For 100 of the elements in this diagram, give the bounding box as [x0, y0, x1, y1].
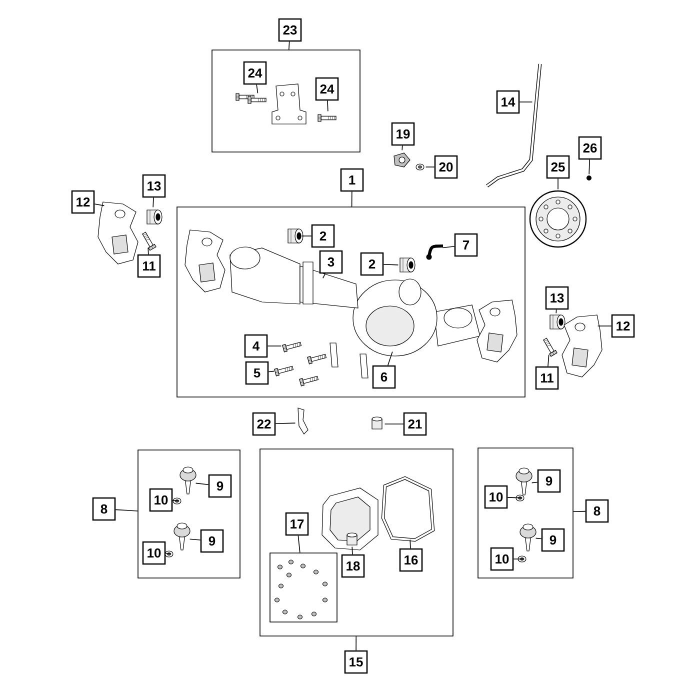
callout-number: 20	[434, 155, 458, 179]
callout-number: 1	[340, 168, 364, 192]
leader-line	[327, 100, 328, 112]
leader-line	[388, 351, 393, 366]
callout-number: 9	[541, 528, 565, 552]
callout-number: 6	[372, 365, 396, 389]
leader-line	[172, 500, 180, 502]
callout-number: 23	[278, 18, 302, 42]
callout-number: 24	[243, 61, 267, 85]
callout-number: 10	[484, 485, 508, 509]
gasket-drawing	[381, 476, 435, 542]
ball-joint-drawing	[520, 524, 536, 552]
callout-number: 9	[200, 529, 224, 553]
callout-number: 25	[546, 155, 570, 179]
tube-drawing	[486, 64, 542, 188]
callout-number: 12	[71, 190, 95, 214]
callout-number: 10	[142, 541, 166, 565]
leader-line	[548, 354, 550, 367]
leader-line	[410, 539, 411, 549]
leader-line	[275, 422, 296, 424]
callout-number: 4	[244, 334, 268, 358]
leader-line	[256, 84, 258, 94]
callout-number: 24	[315, 77, 339, 101]
group-frame	[478, 448, 574, 578]
group-frame	[176, 206, 526, 398]
bracket-drawing	[298, 408, 308, 434]
callout-number: 18	[341, 554, 365, 578]
bushing-drawing	[288, 228, 304, 244]
callout-number: 9	[208, 474, 232, 498]
nut-drawing	[516, 494, 524, 502]
group-frame	[260, 448, 454, 636]
hose-drawing	[426, 244, 444, 260]
leader-line	[165, 553, 172, 554]
ball-joint-drawing	[516, 468, 532, 496]
callout-number: 10	[490, 547, 514, 571]
leader-line	[148, 247, 149, 255]
leader-line	[298, 535, 300, 553]
bushing-drawing	[400, 258, 416, 272]
leader-line	[442, 246, 455, 248]
callout-number: 2	[311, 224, 335, 248]
callout-number: 15	[344, 650, 368, 674]
bushing-drawing	[146, 210, 162, 224]
leader-line	[94, 204, 105, 206]
leader-line	[351, 191, 352, 207]
leader-line	[268, 370, 275, 372]
leader-line	[588, 159, 590, 175]
callout-number: 12	[611, 314, 635, 338]
callout-number: 13	[142, 174, 166, 198]
leader-line	[402, 145, 403, 151]
callout-number: 16	[399, 548, 423, 572]
knuckle-drawing	[98, 202, 138, 264]
leader-line	[356, 636, 357, 651]
stud-drawing	[586, 175, 592, 180]
callout-number: 2	[360, 252, 384, 276]
leader-line	[352, 546, 353, 555]
leader-line	[322, 273, 326, 279]
leader-line	[573, 510, 586, 512]
bushing-drawing	[550, 314, 566, 330]
callout-number: 10	[149, 488, 173, 512]
ball-joint-drawing	[174, 522, 190, 550]
nut-drawing	[172, 498, 182, 504]
leader-line	[507, 497, 523, 498]
callout-number: 21	[403, 412, 427, 436]
pin-drawing	[543, 338, 558, 357]
callout-number: 5	[245, 361, 269, 385]
leader-line	[513, 558, 525, 560]
leader-line	[383, 264, 399, 266]
callout-number: 11	[535, 366, 559, 390]
nut-drawing	[416, 164, 424, 170]
group-frame	[212, 50, 360, 152]
sensor-drawing	[394, 152, 410, 168]
leader-line	[556, 309, 557, 314]
plug-drawing	[372, 416, 382, 430]
callout-number: 19	[391, 122, 415, 146]
callout-number: 9	[537, 469, 561, 493]
plug-drawing	[346, 532, 358, 546]
callout-number: 22	[252, 412, 276, 436]
callout-number: 13	[545, 286, 569, 310]
ball-joint-drawing	[180, 466, 196, 494]
leader-line	[189, 538, 201, 540]
callout-number: 3	[319, 250, 343, 274]
callout-number: 8	[585, 499, 609, 523]
knuckle-drawing	[562, 314, 602, 378]
nut-drawing	[518, 556, 526, 562]
rotor-drawing	[529, 190, 587, 248]
pin-drawing	[142, 232, 156, 251]
leader-line	[531, 482, 538, 484]
bolt-drawing	[248, 96, 266, 104]
bolt-drawing	[318, 114, 336, 122]
leader-line	[152, 197, 154, 208]
group-frame	[138, 450, 240, 578]
leader-line	[535, 538, 542, 540]
leader-line	[288, 41, 290, 50]
callout-number: 7	[454, 233, 478, 257]
leader-line	[425, 166, 435, 168]
callout-number: 17	[285, 512, 309, 536]
leader-line	[115, 509, 138, 512]
callout-number: 26	[578, 136, 602, 160]
callout-number: 8	[92, 497, 116, 521]
group-frame	[270, 552, 338, 622]
